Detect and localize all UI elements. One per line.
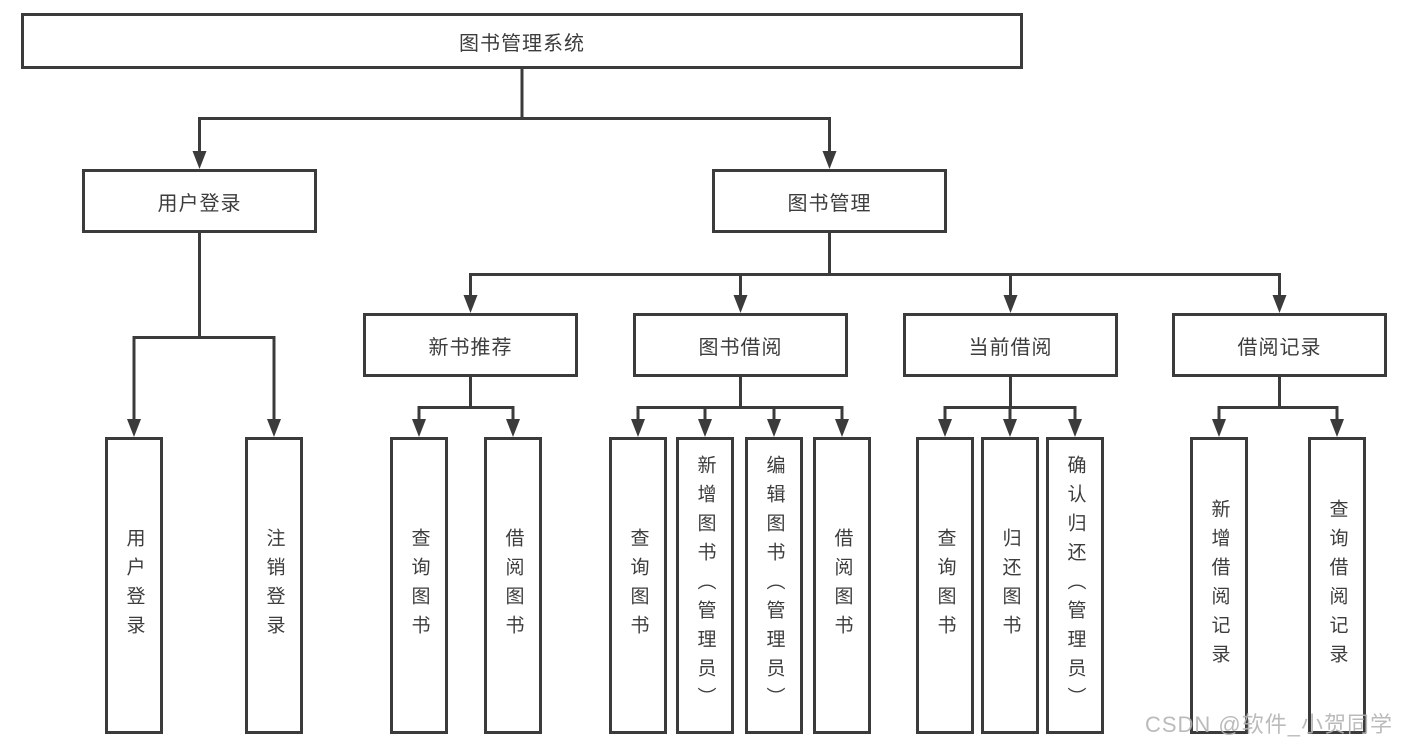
node-label: 图书管理系统 (459, 32, 585, 55)
node-borrowing-records: 借阅记录 (1172, 313, 1387, 377)
node-label: 借阅图书 (831, 527, 853, 644)
node-label: 新增图书（管理员） (694, 455, 716, 716)
node-library-management-system: 图书管理系统 (21, 13, 1023, 69)
node-label: 查询图书 (408, 527, 430, 644)
leaf-current-return-books: 归还图书 (981, 437, 1039, 734)
node-book-borrowing: 图书借阅 (633, 313, 848, 377)
leaf-borrowing-add-books-admin: 新增图书（管理员） (676, 437, 734, 734)
node-label: 编辑图书（管理员） (763, 455, 785, 716)
leaf-borrowing-borrow-books: 借阅图书 (813, 437, 871, 734)
leaf-logout: 注销登录 (245, 437, 303, 734)
node-label: 图书管理 (787, 192, 872, 215)
leaf-recommend-borrow-books: 借阅图书 (484, 437, 542, 734)
node-label: 注销登录 (263, 527, 285, 644)
node-book-management: 图书管理 (712, 169, 947, 233)
node-label: 图书借阅 (698, 336, 783, 359)
leaf-records-query-borrow-record: 查询借阅记录 (1308, 437, 1366, 734)
node-label: 用户登录 (157, 192, 242, 215)
node-label: 借阅记录 (1237, 336, 1322, 359)
leaf-borrowing-query-books: 查询图书 (609, 437, 667, 734)
node-label: 归还图书 (999, 527, 1021, 644)
node-current-borrowing: 当前借阅 (903, 313, 1118, 377)
leaf-current-query-books: 查询图书 (916, 437, 974, 734)
node-label: 当前借阅 (968, 336, 1053, 359)
node-label: 新增借阅记录 (1208, 498, 1230, 673)
leaf-borrowing-edit-books-admin: 编辑图书（管理员） (745, 437, 803, 734)
node-label: 查询图书 (934, 527, 956, 644)
node-user-login: 用户登录 (82, 169, 317, 233)
node-new-book-recommend: 新书推荐 (363, 313, 578, 377)
csdn-watermark: CSDN @软件_小贺同学 (1144, 712, 1393, 737)
node-label: 查询借阅记录 (1326, 498, 1348, 673)
node-label: 确认归还（管理员） (1064, 455, 1086, 716)
leaf-user-login: 用户登录 (105, 437, 163, 734)
leaf-recommend-query-books: 查询图书 (390, 437, 448, 734)
node-label: 用户登录 (123, 527, 145, 644)
node-label: 新书推荐 (428, 336, 513, 359)
node-label: 借阅图书 (502, 527, 524, 644)
leaf-records-add-borrow-record: 新增借阅记录 (1190, 437, 1248, 734)
node-label: 查询图书 (627, 527, 649, 644)
leaf-current-confirm-return-admin: 确认归还（管理员） (1046, 437, 1104, 734)
